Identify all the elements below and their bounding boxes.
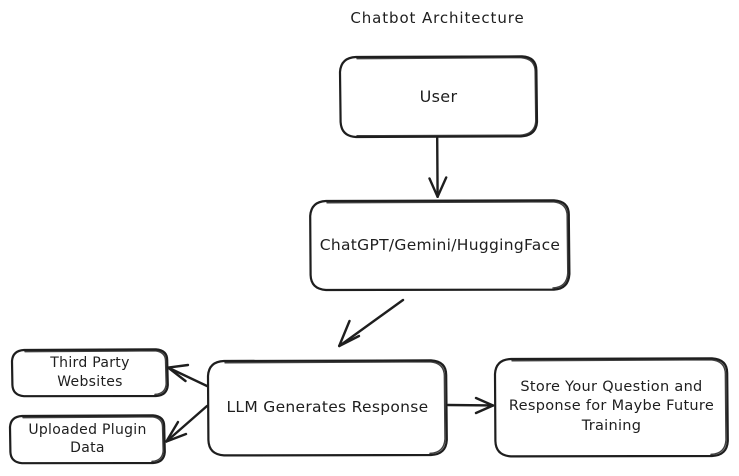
node-third-party-websites-shape[interactable] [10, 348, 169, 398]
edge-llm-response-to-plugin-data [165, 404, 209, 443]
edge-user-to-llm-provider [428, 136, 448, 198]
node-store-question-response-shape[interactable] [493, 357, 729, 458]
node-llm-provider-shape[interactable] [309, 199, 571, 292]
node-user-shape[interactable] [338, 55, 539, 139]
node-uploaded-plugin-data-shape[interactable] [8, 414, 166, 465]
edge-llm-provider-to-llm-response [338, 298, 405, 348]
edge-llm-response-to-store [446, 396, 495, 415]
node-llm-generates-response-shape[interactable] [206, 359, 448, 457]
edge-llm-response-to-third-party [167, 363, 209, 388]
